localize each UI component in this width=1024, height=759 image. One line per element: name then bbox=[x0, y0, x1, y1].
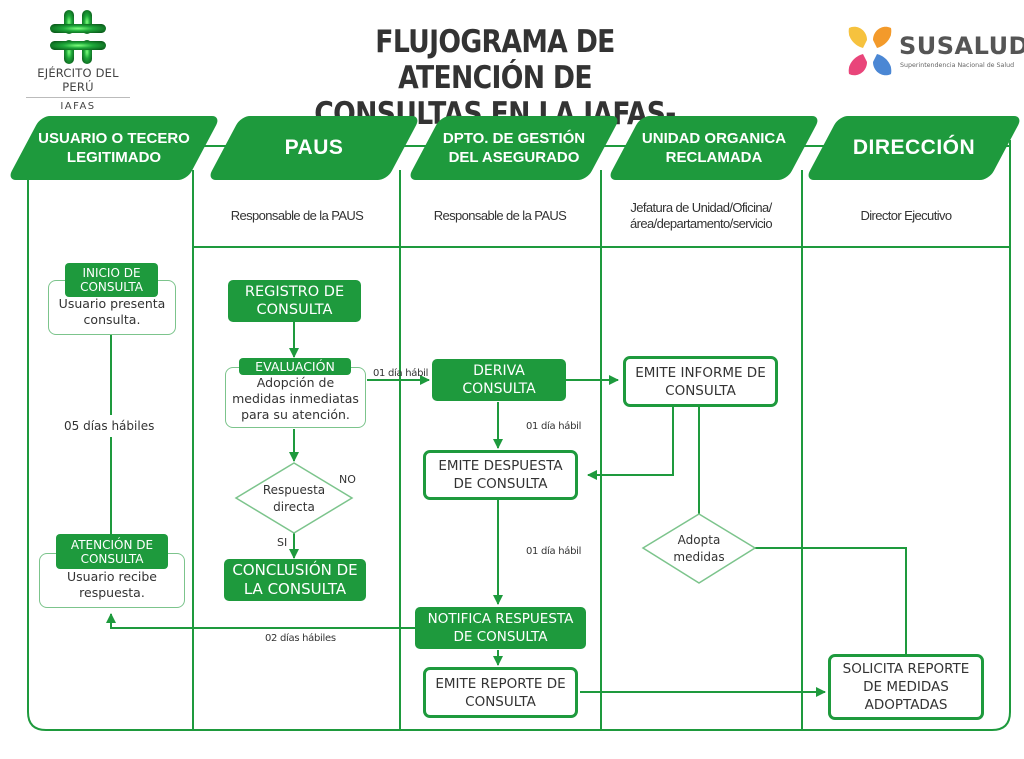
edge-label-deriva-emite: 01 día hábil bbox=[526, 421, 582, 432]
decision-adopta-medidas[interactable]: Adopta medidas bbox=[673, 533, 725, 564]
lane-header-direccion: DIRECCIÓN bbox=[804, 116, 1024, 180]
edge-adopta-solicita bbox=[755, 547, 907, 654]
decision-si-label: SI bbox=[277, 536, 288, 549]
decision-respuesta-directa[interactable]: Respuesta directa bbox=[262, 483, 326, 514]
swimlane-frame bbox=[27, 140, 1011, 731]
edge-label-user-wait: 05 días hábiles bbox=[64, 419, 155, 433]
responsible-direccion: Director Ejecutivo bbox=[860, 208, 952, 223]
ejercito-iafas-logo: EJÉRCITO DEL PERÚ IAFAS bbox=[20, 8, 136, 112]
susalud-hands-icon bbox=[848, 26, 892, 76]
decision-respuesta-directa-shape bbox=[234, 462, 354, 534]
logo-org-name: EJÉRCITO DEL PERÚ bbox=[37, 66, 119, 94]
green-cross-icon bbox=[50, 10, 106, 64]
edge-informe-respuesta bbox=[587, 407, 674, 480]
edge-notifica-usuario bbox=[106, 613, 415, 629]
logo-divider bbox=[26, 97, 130, 98]
responsible-paus: Responsable de la PAUS bbox=[230, 208, 364, 223]
logo-brand-subtitle: Superintendencia Nacional de Salud bbox=[900, 62, 1015, 69]
lane-header-paus: PAUS bbox=[206, 116, 422, 180]
edge-label-emite-notifica: 01 día hábil bbox=[526, 546, 582, 557]
decision-adopta-medidas-shape bbox=[641, 513, 757, 584]
logo-sub-name: IAFAS bbox=[60, 101, 96, 112]
susalud-logo: SUSALUD Superintendencia Nacional de Sal… bbox=[845, 24, 1024, 80]
edge-label-eval-deriva: 01 día hábil bbox=[373, 368, 429, 379]
edge-label-notifica-usuario: 02 días hábiles bbox=[265, 633, 336, 644]
title-line-1: FLUJOGRAMA DE ATENCIÓN DE bbox=[375, 24, 615, 96]
decision-no-label: NO bbox=[339, 473, 356, 486]
responsible-dpto-gestion: Responsable de la PAUS bbox=[433, 208, 567, 223]
logo-brand-name: SUSALUD bbox=[899, 32, 1024, 60]
tag-evaluacion: EVALUACIÓN bbox=[239, 358, 351, 375]
responsible-unidad-organica: Jefatura de Unidad/Oficina/área/departam… bbox=[630, 200, 773, 231]
